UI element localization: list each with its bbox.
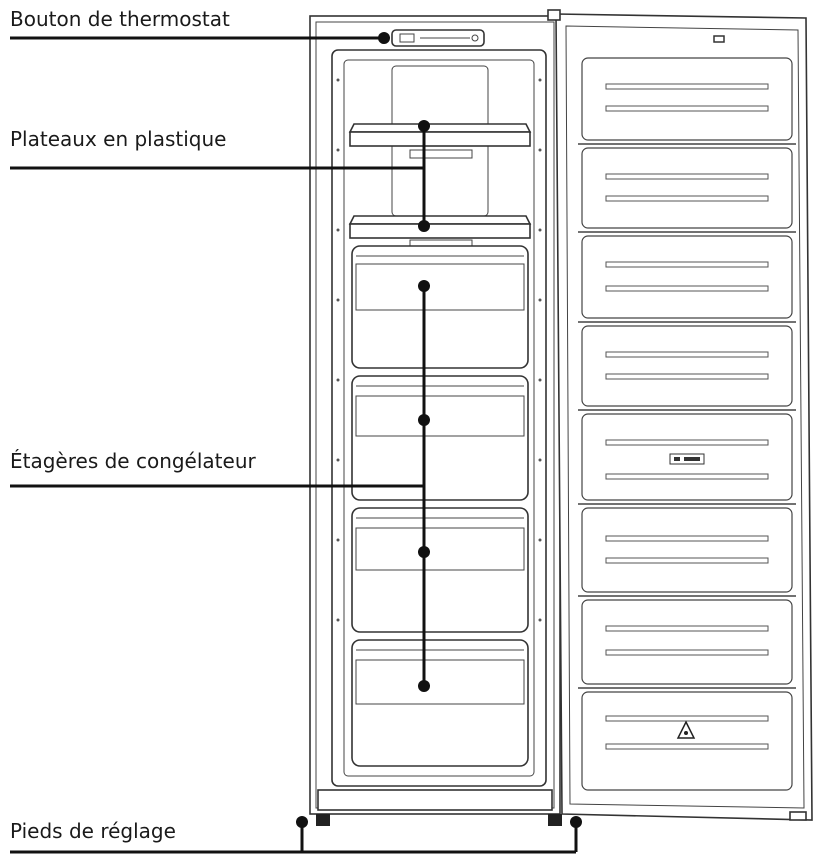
freezer-drawer-1	[351, 245, 529, 369]
label-thermostat: Bouton de thermostat	[10, 7, 230, 31]
freezer-drawer-4	[351, 639, 529, 767]
plastic-tray-bottom	[348, 215, 532, 247]
door-ledges	[578, 143, 796, 689]
adjustable-feet	[316, 814, 562, 826]
door-panels	[581, 57, 793, 791]
plastic-tray-top	[348, 123, 532, 159]
liner-holes	[336, 78, 542, 622]
freezer-drawer-3	[351, 507, 529, 633]
freezer-door	[547, 9, 813, 821]
foot-left	[316, 814, 330, 826]
leader-thermostat	[10, 32, 390, 44]
foot-right	[548, 814, 562, 826]
rating-badge-icon	[669, 453, 705, 465]
thermostat-knob	[391, 29, 485, 47]
door-hinge-top	[547, 9, 561, 21]
freezer-drawer-2	[351, 375, 529, 501]
freezer-cabinet	[309, 15, 561, 815]
warning-logo-icon	[676, 720, 696, 739]
leader-adjustable-feet	[10, 816, 582, 854]
label-freezer-shelves: Étagères de congélateur	[10, 449, 257, 473]
door-slots	[605, 83, 769, 750]
cabinet-base	[317, 789, 553, 811]
door-latch	[713, 35, 725, 43]
label-plastic-trays: Plateaux en plastique	[10, 127, 226, 151]
door-hinge-bottom	[789, 811, 807, 821]
label-adjustable-feet: Pieds de réglage	[10, 819, 176, 843]
leader-freezer-shelves	[10, 280, 430, 692]
leader-plastic-trays	[10, 120, 430, 232]
